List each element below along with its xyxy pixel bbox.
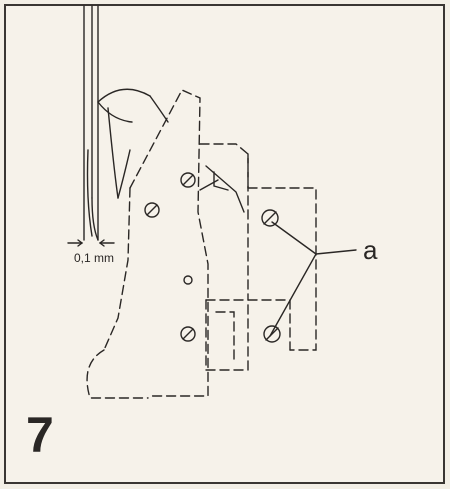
callout-leaders [269, 221, 357, 337]
pin-hole [183, 275, 193, 285]
screw-group [144, 172, 281, 343]
callout-label-a: a [363, 235, 378, 265]
figure-number: 7 [26, 407, 54, 463]
dimension-indicator [67, 239, 115, 247]
screw-top-left [180, 172, 196, 188]
screw-bottom-left [180, 326, 196, 342]
screw-left [144, 202, 160, 218]
base-plate [199, 143, 317, 371]
hook-body [86, 89, 209, 399]
hook-guide-lines [199, 165, 245, 213]
dimension-label: 0,1 mm [74, 251, 115, 265]
screw-bottom-right [263, 325, 281, 343]
screw-top-right [261, 209, 279, 227]
needle [83, 5, 99, 241]
figure-frame [4, 4, 445, 484]
